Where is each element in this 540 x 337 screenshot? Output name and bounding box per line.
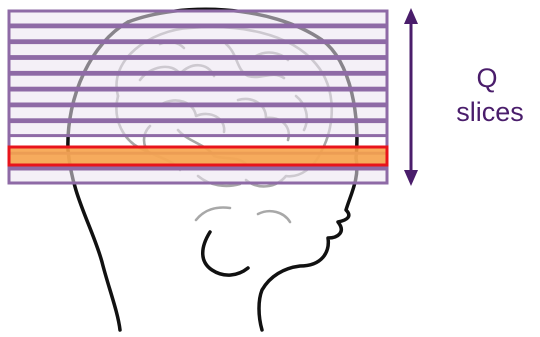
slice-band xyxy=(9,11,387,25)
q-label: Q xyxy=(452,62,522,94)
slice-band xyxy=(9,106,387,120)
slice-band xyxy=(9,90,387,104)
slice-band xyxy=(9,27,387,41)
slice-band xyxy=(9,169,387,183)
slice-band xyxy=(9,58,387,72)
slice-band xyxy=(9,122,387,136)
slice-band xyxy=(9,74,387,88)
double-arrow-icon xyxy=(404,8,418,186)
slice-band xyxy=(9,43,387,57)
slices-label: slices xyxy=(440,96,540,128)
highlighted-slice xyxy=(9,147,387,165)
